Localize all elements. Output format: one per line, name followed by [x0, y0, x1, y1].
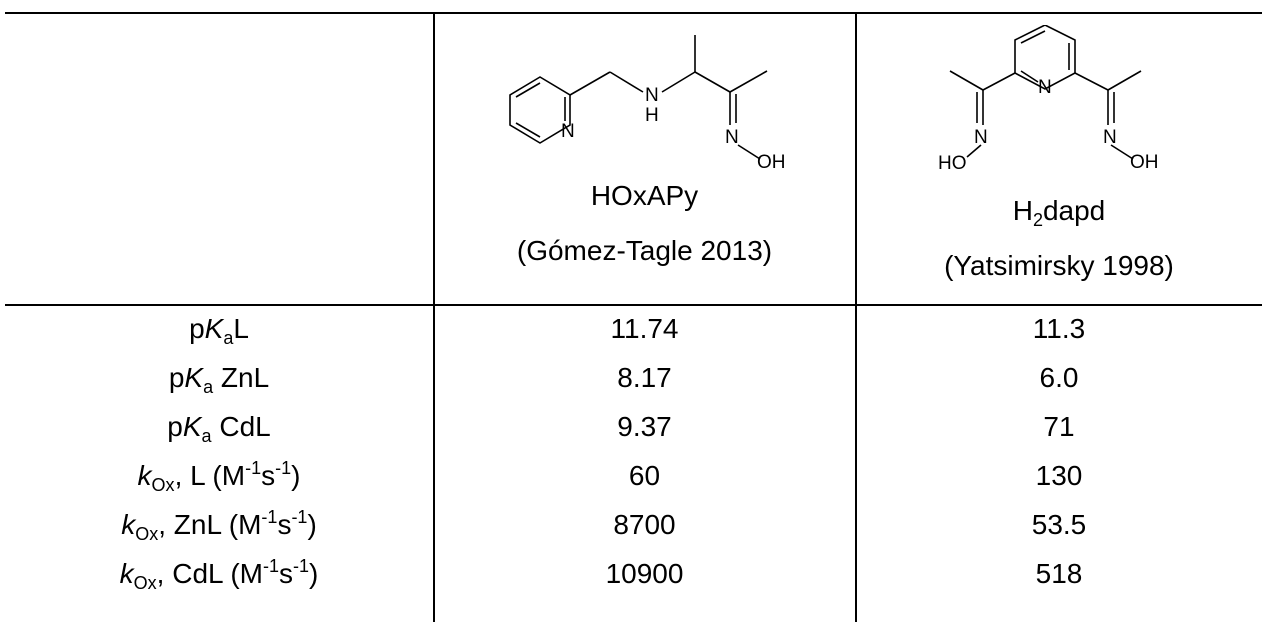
- h2dapd-left-n-label: N: [974, 127, 988, 148]
- hoxapy-ring-n-label: N: [561, 121, 575, 142]
- table-cell: 130: [1035, 460, 1083, 491]
- table-cell: 8.17: [617, 362, 672, 393]
- table-cell: 518: [1035, 558, 1083, 589]
- h2dapd-right-n-label: N: [1103, 127, 1117, 148]
- h2dapd-right-oh-label: OH: [1130, 152, 1159, 173]
- hoxapy-amine-h-label: H: [645, 105, 659, 126]
- column-divider-1: [433, 12, 435, 622]
- table-cell: 11.74: [610, 313, 679, 344]
- table-top-rule: [5, 12, 1262, 14]
- table-cell: 71: [1043, 411, 1075, 442]
- hoxapy-oxime-n-label: N: [725, 127, 739, 148]
- row-label-kox-l: kOx, L (M-1s-1): [137, 458, 301, 495]
- compound-name-hoxapy: HOxAPy: [590, 180, 699, 211]
- table-header-rule: [5, 304, 1262, 306]
- table-cell: 60: [628, 460, 661, 491]
- table-cell: 53.5: [1031, 509, 1087, 540]
- table-cell: 8700: [613, 509, 676, 540]
- h2dapd-structure: N N HO N OH: [938, 25, 1159, 174]
- row-label-kox-znl: kOx, ZnL (M-1s-1): [121, 507, 317, 544]
- row-label-pka-cdl: pKa CdL: [167, 411, 271, 446]
- table-cell: 11.3: [1032, 313, 1086, 344]
- compound-name-h2dapd: H2dapd: [1012, 195, 1106, 230]
- row-label-pka-znl: pKa ZnL: [168, 362, 270, 397]
- table-cell: 9.37: [617, 411, 672, 442]
- table-cell: 10900: [605, 558, 684, 589]
- hoxapy-structure: N N H N OH: [509, 35, 786, 173]
- row-label-kox-cdl: kOx, CdL (M-1s-1): [119, 556, 319, 593]
- table-cell: 6.0: [1039, 362, 1079, 393]
- column-divider-2: [855, 12, 857, 622]
- h2dapd-left-ho-label: HO: [938, 153, 967, 174]
- row-label-pka-l: pKaL: [189, 313, 249, 348]
- hoxapy-oh-label: OH: [757, 152, 786, 173]
- compound-reference-hoxapy: (Gómez-Tagle 2013): [516, 235, 773, 266]
- h2dapd-ring-n-label: N: [1038, 77, 1052, 98]
- compound-reference-h2dapd: (Yatsimirsky 1998): [944, 250, 1174, 281]
- hoxapy-amine-n-label: N: [645, 85, 659, 106]
